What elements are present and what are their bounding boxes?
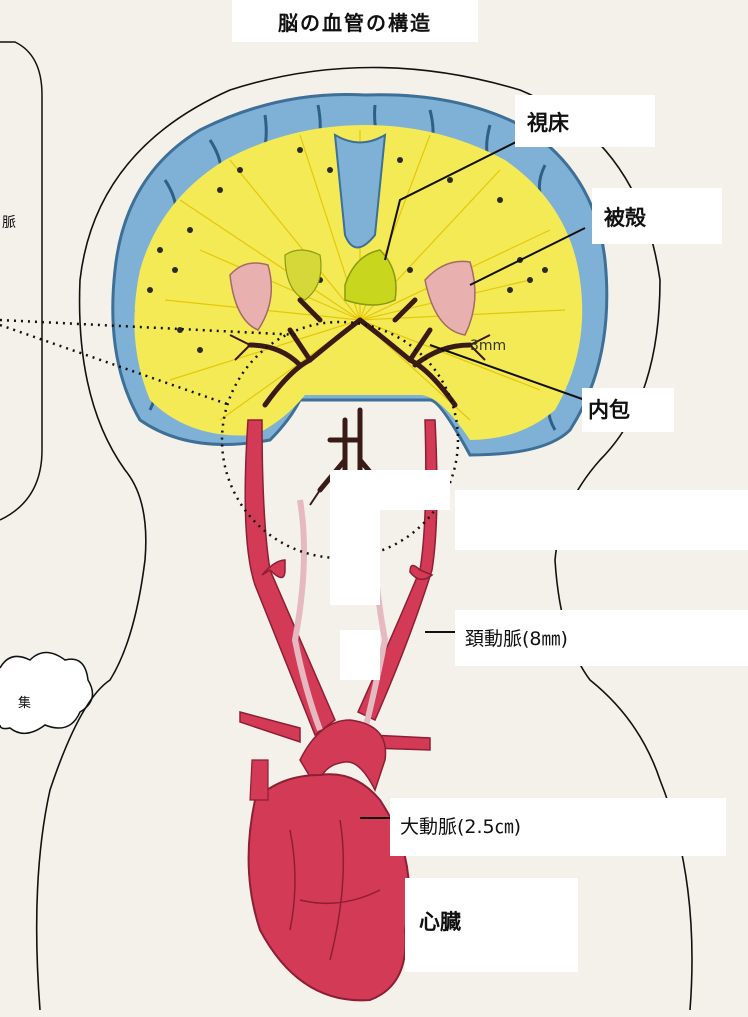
cloud-text-fragment: 集 [0, 688, 40, 718]
blank-panel [455, 490, 748, 550]
label-thalamus: 視床 [515, 95, 655, 147]
label-heart: 心臓 [405, 878, 578, 972]
blank-panel [330, 470, 450, 510]
blank-panel [330, 510, 380, 605]
label-internal-capsule: 内包 [582, 388, 674, 432]
page-title: 脳の血管の構造 [232, 0, 478, 42]
label-aorta: 大動脈(2.5㎝) [390, 798, 726, 856]
side-note-fragment: 脈 [0, 198, 40, 258]
label-putamen: 被殻 [592, 188, 722, 244]
blank-panel [340, 630, 380, 680]
size-annotation: 3mm [470, 338, 506, 354]
vena-cava [250, 760, 268, 800]
label-carotid-artery: 頚動脈(8㎜) [455, 610, 748, 666]
